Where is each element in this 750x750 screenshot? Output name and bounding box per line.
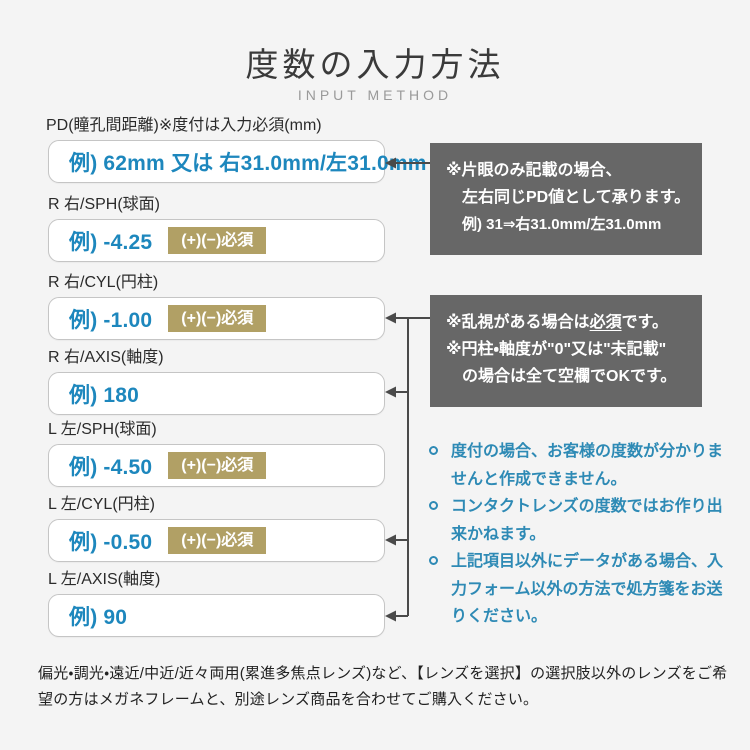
callout-astig-line3: の場合は全て空欄でOKです。 xyxy=(462,368,677,385)
field-r-cyl-box: 例) -1.00 (+)(−)必須 xyxy=(48,297,385,340)
callout-astig-line2: ※円柱・軸度が"0"又は"未記載" xyxy=(446,341,667,358)
callout-astig-line1: ※乱視がある場合は必須です。 xyxy=(446,314,668,331)
example-value: 例) 180 xyxy=(69,383,140,407)
field-l-cyl-label: L 左/CYL(円柱) xyxy=(48,496,155,513)
field-pd-box: 例) 62mm 又は 右31.0mm/左31.0mm xyxy=(48,140,426,183)
note-item: 上記項目以外にデータがある場合、入力フォーム以外の方法で処方箋をお送りください。 xyxy=(427,548,727,631)
callout-pd-line1: ※片眼のみ記載の場合、 xyxy=(446,162,622,179)
field-l-cyl-box: 例) -0.50 (+)(−)必須 xyxy=(48,519,385,562)
plus-minus-required-badge: (+)(−)必須 xyxy=(168,305,267,332)
example-value: 例) -4.50 xyxy=(69,455,153,479)
callout-pd-line3: 例) 31⇒右31.0mm/左31.0mm xyxy=(462,216,662,233)
arrow-lines xyxy=(394,162,430,617)
arrow-left-icon xyxy=(385,157,396,622)
field-r-sph-box: 例) -4.25 (+)(−)必須 xyxy=(48,219,385,262)
note-text: 上記項目以外にデータがある場合、入力フォーム以外の方法で処方箋をお送りください。 xyxy=(451,553,724,625)
example-value: 例) 62mm 又は 右31.0mm/左31.0mm xyxy=(69,151,427,175)
callout-pd-note: ※片眼のみ記載の場合、 左右同じPD値として承ります。 例) 31⇒右31.0m… xyxy=(430,143,702,255)
field-l-axis-box: 例) 90 xyxy=(48,594,385,637)
example-value: 例) -4.25 xyxy=(69,230,153,254)
field-l-cyl: L 左/CYL(円柱) 例) -0.50 (+)(−)必須 xyxy=(48,496,385,562)
callout-pd-line2: 左右同じPD値として承ります。 xyxy=(462,189,691,206)
bullet-circle-icon xyxy=(429,501,438,510)
bullet-circle-icon xyxy=(429,556,438,565)
field-l-axis: L 左/AXIS(軸度) 例) 90 xyxy=(48,571,385,637)
note-item: 度付の場合、お客様の度数が分かりませんと作成できません。 xyxy=(427,438,727,493)
note-text: コンタクトレンズの度数ではお作り出来かねます。 xyxy=(451,498,723,543)
bullet-circle-icon xyxy=(429,446,438,455)
field-pd-label: PD(瞳孔間距離)※度付は入力必須(mm) xyxy=(46,117,322,134)
note-text: 度付の場合、お客様の度数が分かりませんと作成できません。 xyxy=(451,443,724,488)
field-r-sph: R 右/SPH(球面) 例) -4.25 (+)(−)必須 xyxy=(48,196,385,262)
field-l-sph-box: 例) -4.50 (+)(−)必須 xyxy=(48,444,385,487)
field-r-cyl-label: R 右/CYL(円柱) xyxy=(48,274,159,291)
page-subtitle: INPUT METHOD xyxy=(297,87,453,103)
example-value: 例) -0.50 xyxy=(69,530,153,554)
field-r-axis-box: 例) 180 xyxy=(48,372,385,415)
plus-minus-required-badge: (+)(−)必須 xyxy=(168,227,267,254)
field-r-axis: R 右/AXIS(軸度) 例) 180 xyxy=(48,349,385,415)
note-item: コンタクトレンズの度数ではお作り出来かねます。 xyxy=(427,493,727,548)
plus-minus-required-badge: (+)(−)必須 xyxy=(168,527,267,554)
field-r-axis-label: R 右/AXIS(軸度) xyxy=(48,349,164,366)
example-value: 例) -1.00 xyxy=(69,308,153,332)
notes-list: 度付の場合、お客様の度数が分かりませんと作成できません。 コンタクトレンズの度数… xyxy=(427,438,727,631)
field-l-axis-label: L 左/AXIS(軸度) xyxy=(48,571,161,588)
example-value: 例) 90 xyxy=(69,605,128,629)
plus-minus-required-badge: (+)(−)必須 xyxy=(168,452,267,479)
field-l-sph-label: L 左/SPH(球面) xyxy=(48,421,157,438)
page-title: 度数の入力方法 xyxy=(245,46,505,83)
field-pd: PD(瞳孔間距離)※度付は入力必須(mm) 例) 62mm 又は 右31.0mm… xyxy=(46,117,426,183)
callout-astigmatism-note: ※乱視がある場合は必須です。 ※円柱・軸度が"0"又は"未記載" の場合は全て空… xyxy=(430,295,702,407)
footer-note: 偏光・調光・遠近/中近/近々両用(累進多焦点レンズ)など、【レンズを選択】の選択… xyxy=(38,665,728,708)
field-r-sph-label: R 右/SPH(球面) xyxy=(48,196,161,213)
field-r-cyl: R 右/CYL(円柱) 例) -1.00 (+)(−)必須 xyxy=(48,274,385,340)
field-l-sph: L 左/SPH(球面) 例) -4.50 (+)(−)必須 xyxy=(48,421,385,487)
